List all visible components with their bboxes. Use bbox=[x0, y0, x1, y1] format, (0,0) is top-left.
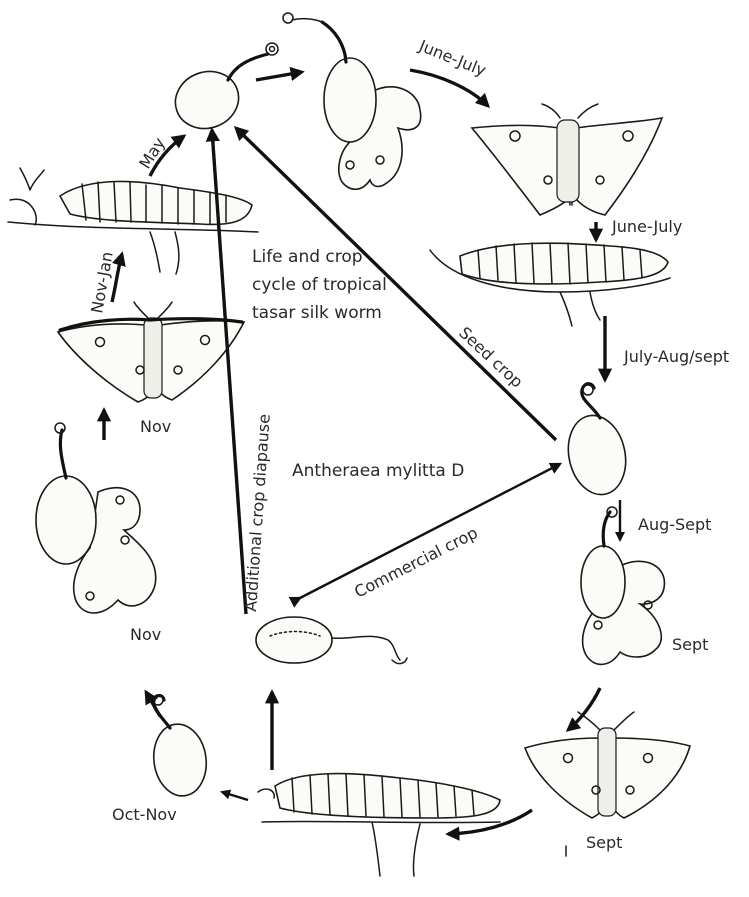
label-aug-sept: Aug-Sept bbox=[638, 515, 711, 534]
label-july-aug-sept: July-Aug/sept bbox=[623, 347, 729, 366]
moth-top-right bbox=[472, 104, 662, 215]
title-block: Life and crop cycle of tropical tasar si… bbox=[252, 247, 387, 323]
label-sept-1: Sept bbox=[672, 635, 708, 654]
label-june-july-mid: June-July bbox=[611, 217, 682, 236]
arrow-1 bbox=[256, 72, 302, 80]
arrow-6 bbox=[568, 688, 600, 730]
label-seed-crop: Seed crop bbox=[455, 323, 527, 391]
title-line-2: cycle of tropical bbox=[252, 275, 387, 295]
species-name: Antheraea mylitta D bbox=[292, 461, 464, 481]
label-oct-nov: Oct-Nov bbox=[112, 805, 177, 824]
moth-left-upper bbox=[58, 302, 244, 402]
larva-right bbox=[430, 243, 670, 326]
label-nov-jan: Nov-Jan bbox=[87, 250, 116, 314]
label-sept-2: Sept bbox=[586, 833, 622, 852]
arrow-commercial-crop bbox=[300, 464, 560, 598]
emerging-moth-top bbox=[283, 13, 421, 189]
label-additional-crop: Additional crop diapause bbox=[241, 413, 274, 612]
emerging-moth-left bbox=[36, 423, 156, 613]
larva-bottom bbox=[258, 774, 500, 876]
label-nov-2: Nov bbox=[140, 417, 171, 436]
cocoon-top bbox=[167, 43, 278, 137]
arrow-8 bbox=[222, 792, 248, 800]
cocoon-bottom-center bbox=[256, 617, 407, 664]
label-nov-1: Nov bbox=[130, 625, 161, 644]
cocoon-right bbox=[561, 384, 632, 500]
title-line-3: tasar silk worm bbox=[252, 303, 382, 323]
title-line-1: Life and crop bbox=[252, 247, 363, 267]
moth-bottom-right bbox=[525, 712, 690, 818]
